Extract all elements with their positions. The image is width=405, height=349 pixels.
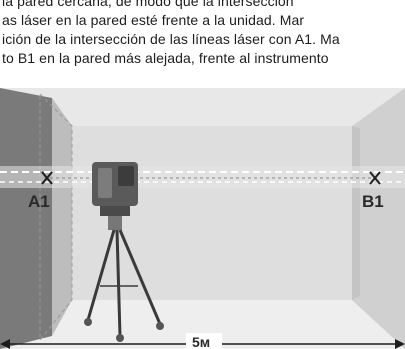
- distance-label: 5м: [192, 334, 210, 349]
- left-projection-outline: [39, 92, 73, 342]
- distance-arrow: [0, 333, 405, 349]
- laser-instrument: [92, 162, 138, 216]
- mark-b1: [369, 171, 381, 185]
- mark-a1: [41, 171, 53, 185]
- laser-plane: [0, 166, 405, 188]
- ceiling: [0, 88, 405, 126]
- label-b1: B1: [362, 192, 384, 211]
- text-line-2: as láser en la pared esté frente a la un…: [2, 12, 305, 28]
- tripod: [84, 216, 164, 342]
- floor: [0, 300, 405, 349]
- right-wall-inner: [352, 126, 360, 300]
- label-a1: A1: [28, 192, 50, 211]
- text-line-4: to B1 en la pared más alejada, frente al…: [2, 50, 329, 66]
- left-wall-panel: [0, 88, 52, 349]
- left-projection-plane: [52, 98, 72, 336]
- instruction-text: la pared cercana, de modo que la interse…: [0, 0, 405, 84]
- text-line-3: ición de la intersección de las líneas l…: [2, 31, 340, 47]
- text-line-1: la pared cercana, de modo que la interse…: [2, 0, 294, 9]
- right-wall-panel: [352, 88, 405, 349]
- room-illustration: A1 B1 5м: [0, 88, 405, 349]
